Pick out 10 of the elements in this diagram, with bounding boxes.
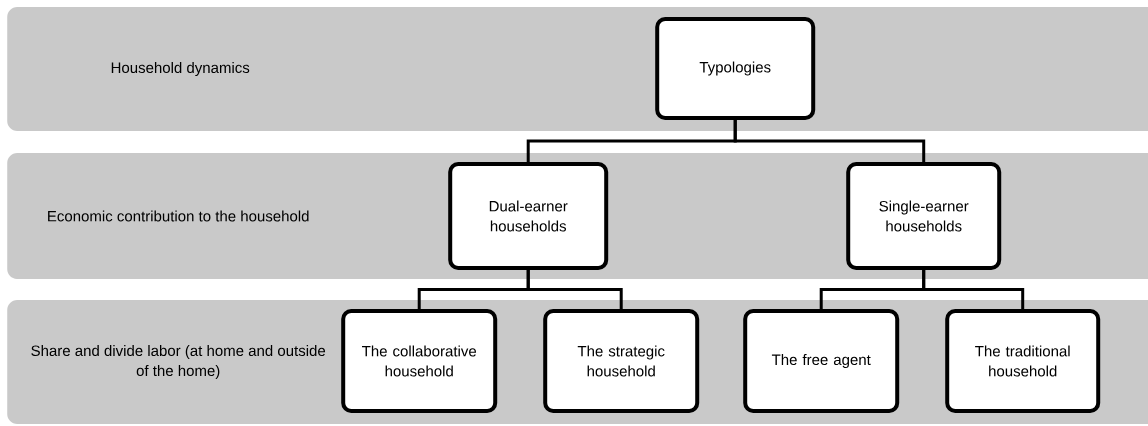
category-box: The collaborative household	[341, 309, 498, 413]
category-box: Single-earner households	[846, 162, 1002, 270]
category-box: The strategic household	[543, 309, 700, 413]
category-box: The free agent	[743, 309, 900, 413]
category-box: Typologies	[655, 17, 816, 120]
category-box: Dual-earner households	[448, 162, 609, 270]
connector-line	[922, 270, 1025, 309]
category-box: The traditional household	[945, 309, 1101, 413]
connector-line	[733, 120, 926, 162]
connector-line	[526, 270, 623, 309]
